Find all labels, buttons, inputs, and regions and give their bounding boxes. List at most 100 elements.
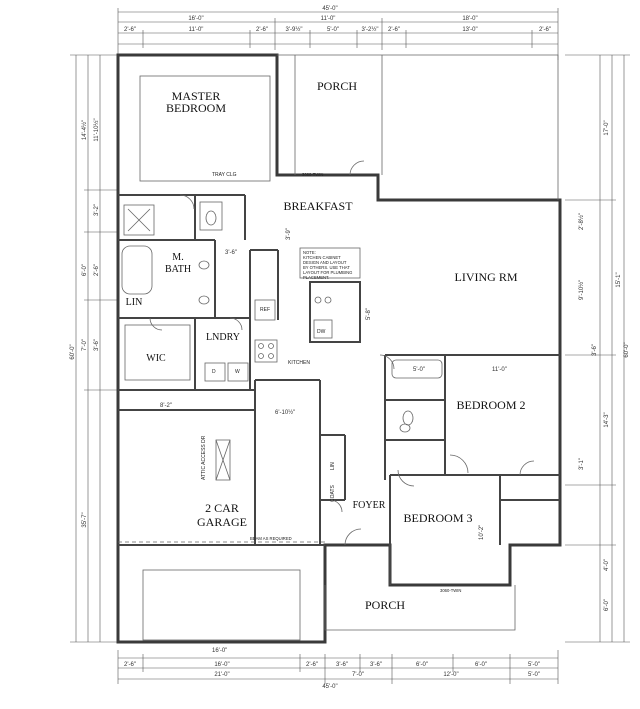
dryer-label: D <box>212 369 216 375</box>
dim-bot-d6: 6'-0" <box>416 662 428 668</box>
dim-left-1: 14'-4½" <box>81 120 88 140</box>
dim-bot-d3: 2'-6" <box>306 662 318 668</box>
dryer <box>204 362 226 382</box>
toilet <box>205 210 217 226</box>
dim-top-d1: 2'-6" <box>124 27 136 33</box>
rear-porch-outline <box>277 54 559 200</box>
dim-int-2: 11'-0" <box>492 367 507 373</box>
toilet-room <box>199 201 223 231</box>
kitchen-note-box <box>299 247 361 279</box>
dim-left-7: 3'-6" <box>94 339 100 351</box>
kitchen-note-1: NOTE: <box>303 250 316 255</box>
master-bedroom-label-2: BEDROOM <box>166 101 226 115</box>
kitchen-note-2: KITCHEN CABINET <box>303 255 341 260</box>
sink-bowl-right <box>324 296 332 304</box>
hall-sink <box>399 423 411 433</box>
wic-shelving <box>124 324 191 381</box>
lndry-label: LNDRY <box>206 332 240 343</box>
dim-right-5: 6'-0" <box>604 599 610 611</box>
dim-bot-2: 7'-0" <box>352 672 364 678</box>
left-dimension-lines <box>70 54 118 643</box>
dim-bot-d7: 6'-0" <box>475 662 487 668</box>
bottom-dimension-lines <box>117 650 559 684</box>
shower <box>123 204 155 236</box>
dim-top-d2: 11'-0" <box>189 27 204 33</box>
door-swing-wic <box>149 317 163 331</box>
garage-label-2: GARAGE <box>197 515 247 529</box>
exterior-wall <box>116 53 562 644</box>
dim-top-d9: 2'-6" <box>539 27 551 33</box>
hall-toilet <box>402 410 414 426</box>
garage-label-1: 2 CAR <box>205 501 239 515</box>
door-swing-bed2 <box>449 454 469 474</box>
burner-1 <box>258 343 264 349</box>
burner-4 <box>268 353 274 359</box>
dim-bot-4: 5'-0" <box>528 672 540 678</box>
dim-top-d4: 3'-9½" <box>286 26 303 33</box>
breakfast-label: BREAKFAST <box>283 199 353 213</box>
door-swing-bath <box>379 354 395 370</box>
dim-left-6: 7'-0" <box>82 339 88 351</box>
attic-access-label: ATTIC ACCESS DR <box>201 435 207 480</box>
beam-note-label: BEAM AS REQUIRED <box>250 536 292 541</box>
wic-label: WIC <box>146 353 166 364</box>
dim-left-8: 35'-7" <box>82 512 88 527</box>
dim-left-5: 6'-0" <box>82 264 88 276</box>
kitchen-note-3: DESIGN AND LAYOUT <box>303 260 347 265</box>
overall-width-bottom: 45'-0" <box>322 684 337 690</box>
m-bath-label-2: BATH <box>165 264 191 275</box>
range <box>254 339 278 363</box>
dim-int-11: 3'-1" <box>579 458 585 470</box>
dim-right-6: 4'-0" <box>604 559 610 571</box>
kitchen-label: KITCHEN <box>288 360 310 366</box>
dim-top-d3: 2'-6" <box>256 27 268 33</box>
overall-depth-left: 60'-0" <box>70 344 76 359</box>
master-bedroom-label-1: MASTER <box>172 89 221 103</box>
dim-bot-d1: 2'-6" <box>124 662 136 668</box>
lin-hall-label: LIN <box>330 462 336 470</box>
door-swing-bed3 <box>397 469 415 487</box>
right-dimension-lines <box>565 54 630 643</box>
porch-front-label: PORCH <box>365 598 405 612</box>
window-note-label: 3060-TWIN <box>302 172 323 177</box>
porch-rear-label: PORCH <box>317 79 357 93</box>
dim-left-2: 11'-10½" <box>93 118 100 141</box>
vanity-sink-2 <box>198 295 210 305</box>
attic-x-2 <box>215 439 231 481</box>
shower-x-2 <box>127 208 151 232</box>
vanity-sink-1 <box>198 260 210 270</box>
bathtub <box>121 245 153 295</box>
dim-bot-1: 21'-0" <box>214 672 229 678</box>
kitchen-note-4: BY OTHERS. USE THAT <box>303 265 350 270</box>
dw-label: DW <box>317 329 326 335</box>
kitchen-island <box>309 281 361 343</box>
kitchen-note-5: LAYOUT FOR PLUMBING <box>303 270 352 275</box>
sink-bowl-left <box>314 296 322 304</box>
living-rm-label: LIVING RM <box>455 270 518 284</box>
dishwasher <box>313 319 333 339</box>
foyer-label: FOYER <box>353 500 386 511</box>
kitchen-note-6: PLACEMENT. <box>303 275 329 280</box>
bedroom3-label: BEDROOM 3 <box>403 511 472 525</box>
tray-ceiling-outline <box>139 75 271 182</box>
dim-top-d7: 2'-6" <box>388 27 400 33</box>
dim-top-2: 11'-0" <box>321 16 336 22</box>
overall-width-top: 45'-0" <box>322 6 337 12</box>
door-swing-master <box>179 194 195 210</box>
m-bath-label-1: M. <box>172 252 183 263</box>
dim-right-3: 3'-6" <box>592 344 598 356</box>
door-swing-closet <box>519 460 535 476</box>
dim-bot-d4: 3'-6" <box>336 662 348 668</box>
dim-right-4: 14'-3" <box>604 412 610 427</box>
dim-int-3: 6'-10½" <box>275 409 295 416</box>
dim-bot-d5: 3'-6" <box>370 662 382 668</box>
bedroom2-label: BEDROOM 2 <box>456 398 525 412</box>
burner-3 <box>258 353 264 359</box>
dim-bot-3: 12'-0" <box>443 672 458 678</box>
dim-int-6: 3'-9" <box>286 228 292 240</box>
interior-walls <box>118 194 560 585</box>
door-swing-foyer <box>344 528 362 546</box>
dim-int-7: 3'-6" <box>225 250 237 256</box>
dim-int-4: 10'-2" <box>479 525 485 540</box>
hall-bathtub <box>391 359 443 379</box>
